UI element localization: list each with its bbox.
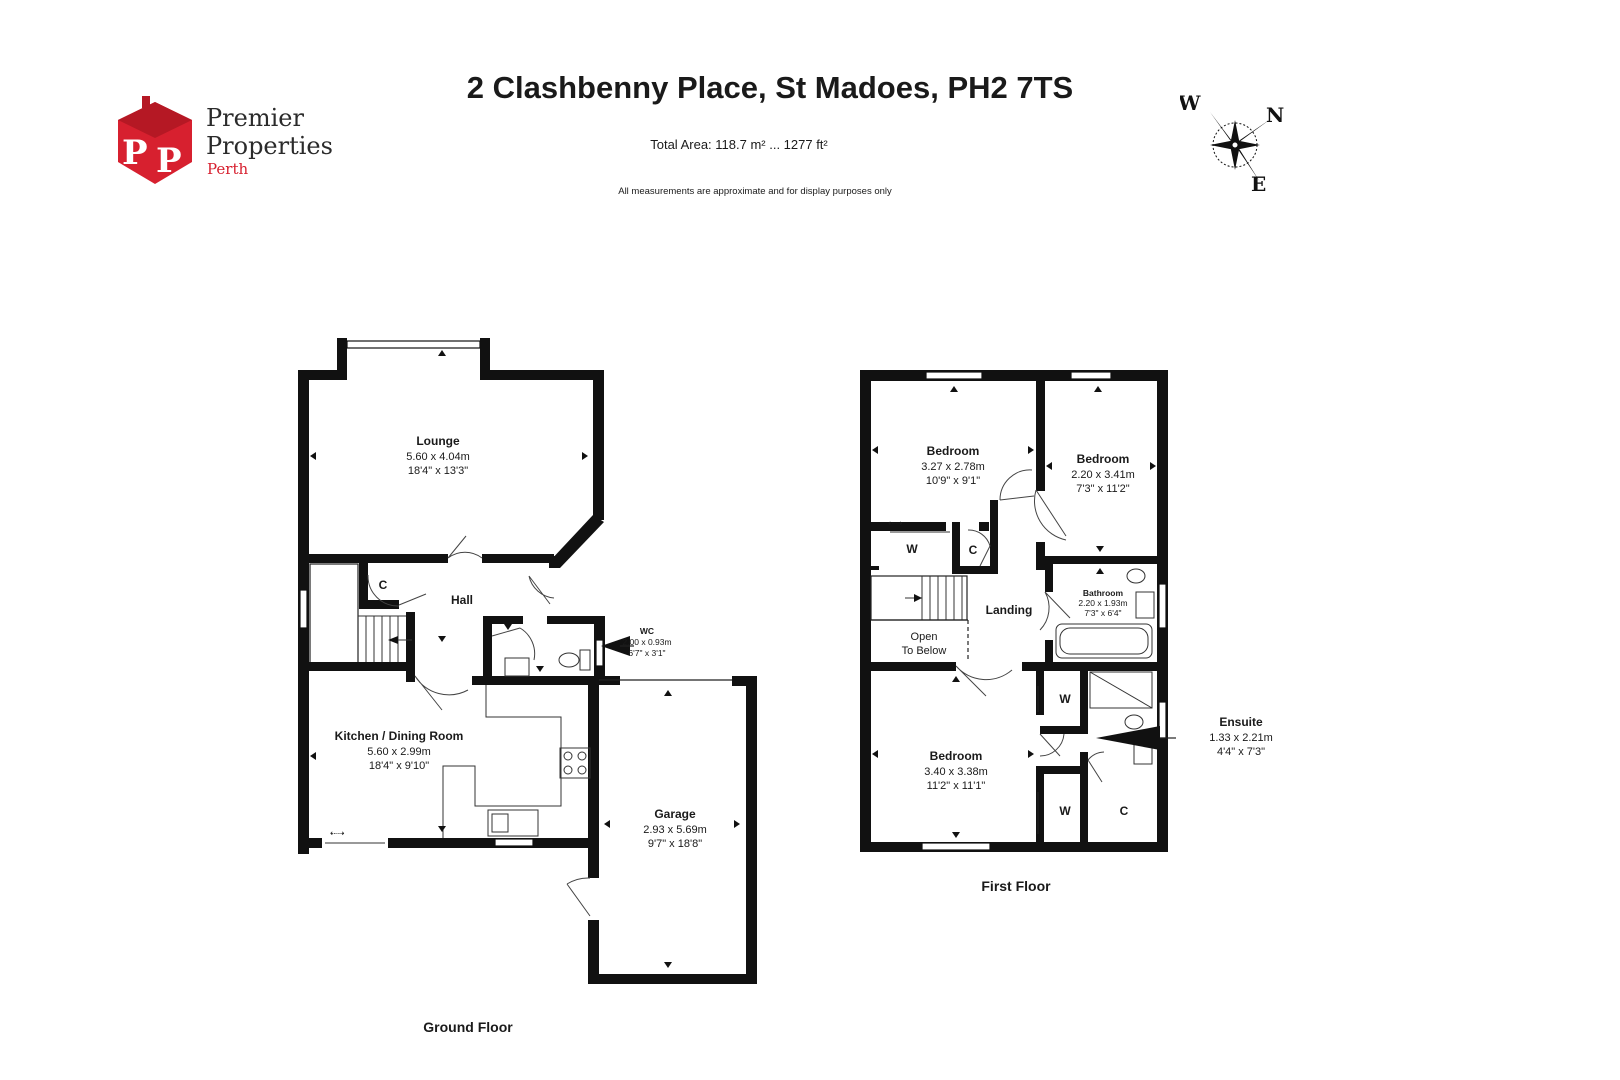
bedroom1-imperial: 10'9" x 9'1"	[926, 475, 980, 487]
hall-name: Hall	[451, 593, 473, 607]
compass-west: W	[1180, 91, 1201, 115]
wc-imperial: 6'7" x 3'1"	[628, 648, 665, 658]
bedroom1-name: Bedroom	[927, 444, 980, 458]
wc-metric: 2.00 x 0.93m	[622, 637, 671, 647]
garage-name: Garage	[654, 807, 696, 821]
lounge-metric: 5.60 x 4.04m	[406, 451, 470, 463]
compass-icon: W N S E	[1180, 91, 1284, 196]
bedroom3-name: Bedroom	[930, 749, 983, 763]
svg-text:⇠⇢: ⇠⇢	[888, 518, 902, 528]
lounge-imperial: 18'4" x 13'3"	[408, 465, 468, 477]
bedroom1-metric: 3.27 x 2.78m	[921, 461, 985, 473]
kitchen-name: Kitchen / Dining Room	[335, 729, 464, 743]
ensuite-name: Ensuite	[1219, 715, 1263, 729]
bathroom-imperial: 7'3" x 6'4"	[1084, 608, 1121, 618]
bathroom-name: Bathroom	[1083, 588, 1124, 598]
dimension-markers	[310, 350, 740, 968]
logo-name-line2: Properties	[206, 132, 333, 160]
total-area: Total Area: 118.7 m² ... 1277 ft²	[650, 137, 828, 152]
bedroom2-name: Bedroom	[1077, 452, 1130, 466]
bedroom2-metric: 2.20 x 3.41m	[1071, 469, 1135, 481]
ensuite-metric: 1.33 x 2.21m	[1209, 732, 1273, 744]
wc-name: WC	[640, 626, 654, 636]
ensuite-imperial: 4'4" x 7'3"	[1217, 746, 1265, 758]
garage-imperial: 9'7" x 18'8"	[648, 838, 702, 850]
open-below-line1: Open	[911, 631, 938, 643]
landing-name: Landing	[986, 603, 1033, 617]
property-address-title: 2 Clashbenny Place, St Madoes, PH2 7TS	[466, 70, 1074, 105]
svg-text:⇠⇢: ⇠⇢	[330, 828, 344, 838]
kitchen-imperial: 18'4" x 9'10"	[369, 760, 429, 772]
bathroom-metric: 2.20 x 1.93m	[1078, 598, 1127, 608]
ground-floor-walls: ⇠⇢	[298, 338, 757, 984]
ff-cupboard1-name: C	[969, 543, 978, 557]
bedroom2-imperial: 7'3" x 11'2"	[1076, 483, 1129, 495]
first-floor-labels: Bedroom 3.27 x 2.78m 10'9" x 9'1" Bedroo…	[902, 444, 1273, 894]
compass-north: N	[1266, 103, 1284, 127]
ff-wardrobe3-name: W	[1059, 804, 1071, 818]
lounge-name: Lounge	[416, 434, 460, 448]
ff-cupboard2-name: C	[1120, 804, 1129, 818]
logo-city: Perth	[207, 160, 249, 178]
kitchen-metric: 5.60 x 2.99m	[367, 746, 431, 758]
garage-metric: 2.93 x 5.69m	[643, 824, 707, 836]
ff-wardrobe1-name: W	[906, 542, 918, 556]
compass-east: E	[1251, 172, 1266, 196]
first-floor-walls: ⇠⇢	[860, 370, 1168, 852]
logo-mark-left: P	[122, 133, 148, 173]
ground-floor-labels: Lounge 5.60 x 4.04m 18'4" x 13'3" Hall C…	[335, 434, 707, 1035]
ff-wardrobe2-name: W	[1059, 692, 1071, 706]
first-floor-label: First Floor	[981, 878, 1051, 894]
measurement-disclaimer: All measurements are approximate and for…	[618, 186, 892, 197]
bedroom3-imperial: 11'2" x 11'1"	[927, 780, 986, 792]
open-below-line2: To Below	[902, 645, 947, 657]
bedroom3-metric: 3.40 x 3.38m	[924, 766, 988, 778]
gf-cupboard-name: C	[379, 578, 388, 592]
first-floor-markers	[872, 386, 1176, 838]
logo-name-line1: Premier	[206, 104, 304, 132]
premier-properties-logo-icon: P P	[118, 96, 192, 184]
ground-floor-label: Ground Floor	[423, 1019, 513, 1035]
logo-mark-right: P	[156, 141, 182, 181]
